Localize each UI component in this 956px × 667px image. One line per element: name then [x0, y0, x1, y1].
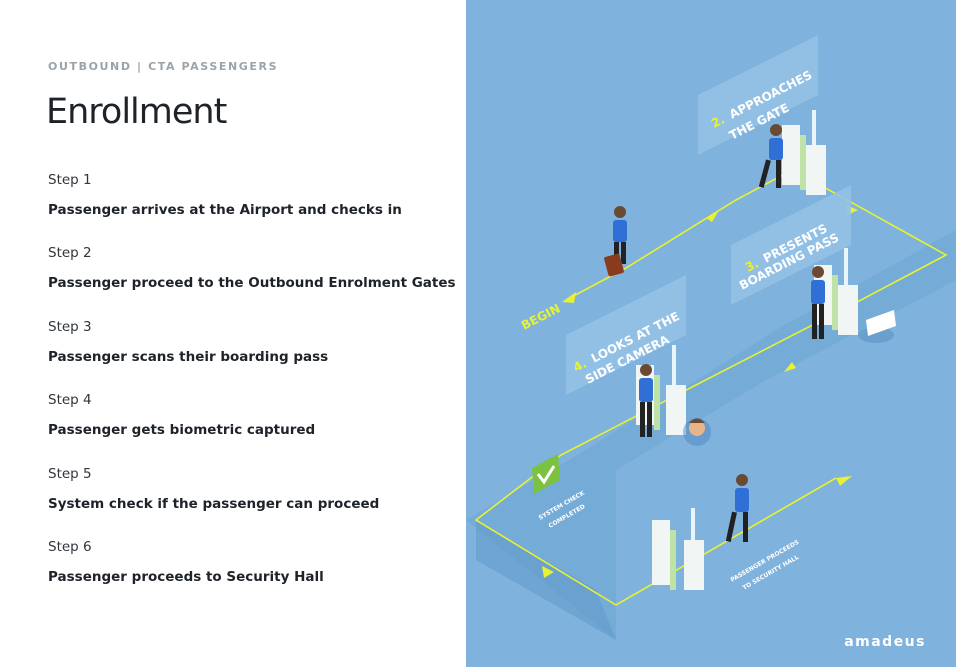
gate-2: [782, 110, 826, 195]
steps-list: Step 1 Passenger arrives at the Airport …: [48, 171, 458, 611]
step-item: Step 1 Passenger arrives at the Airport …: [48, 171, 458, 244]
step-label: Step 4: [48, 392, 92, 409]
passenger-exit: [725, 474, 749, 542]
path-arrow: [784, 362, 796, 372]
step-label: Step 1: [48, 172, 92, 188]
floor-slab: [466, 230, 956, 640]
begin-label: BEGIN: [519, 301, 563, 332]
path-arrow: [542, 566, 554, 578]
step-description: Passenger proceeds to Security Hall: [48, 568, 324, 585]
step-item: Step 5 System check if the passenger can…: [48, 465, 458, 538]
step-label: Step 2: [48, 245, 92, 262]
enrollment-flow-illustration: 2. APPROACHES THE GATE 3. PRESENTS BOARD…: [466, 35, 956, 640]
step-item: Step 6 Passenger proceeds to Security Ha…: [48, 538, 458, 611]
passenger-begin: [604, 206, 627, 277]
step-description: System check if the passenger can procee…: [48, 495, 380, 512]
path-arrow: [562, 292, 576, 303]
sign-looks-side-camera: 4. LOOKS AT THE SIDE CAMERA: [566, 275, 686, 395]
path-arrow: [836, 476, 852, 486]
step-description: Passenger gets biometric captured: [48, 422, 316, 439]
path-arrow: [706, 212, 718, 222]
step-item: Step 4 Passenger gets biometric captured: [48, 391, 458, 464]
step-item: Step 2 Passenger proceed to the Outbound…: [48, 244, 458, 317]
step-label: Step 3: [48, 318, 92, 335]
illustration-panel: 2. APPROACHES THE GATE 3. PRESENTS BOARD…: [466, 0, 956, 667]
step-description: Passenger proceed to the Outbound Enrolm…: [48, 275, 456, 292]
floor-edge: [476, 520, 616, 640]
step-label: Step 6: [48, 538, 92, 555]
text-panel: OUTBOUND | CTA PASSENGERS Enrollment Ste…: [0, 0, 466, 667]
passenger-camera: [639, 364, 653, 437]
flow-path: [474, 167, 948, 606]
gate-exit: [652, 508, 704, 590]
passenger-approaching: [758, 124, 783, 188]
brand-logo: amadeus: [844, 634, 926, 650]
boarding-pass-icon: [858, 310, 896, 343]
eyebrow-label: OUTBOUND | CTA PASSENGERS: [48, 60, 279, 73]
page-title: Enrollment: [46, 92, 227, 132]
step-label: Step 5: [48, 465, 92, 482]
system-check-icon: [532, 454, 560, 494]
passenger-presenting: [811, 266, 825, 339]
step-description: Passenger arrives at the Airport and che…: [48, 202, 402, 218]
step-item: Step 3 Passenger scans their boarding pa…: [48, 318, 458, 391]
step-description: Passenger scans their boarding pass: [48, 348, 329, 365]
sign-approaches-gate: 2. APPROACHES THE GATE: [698, 35, 818, 155]
face-capture-icon: [683, 418, 711, 446]
